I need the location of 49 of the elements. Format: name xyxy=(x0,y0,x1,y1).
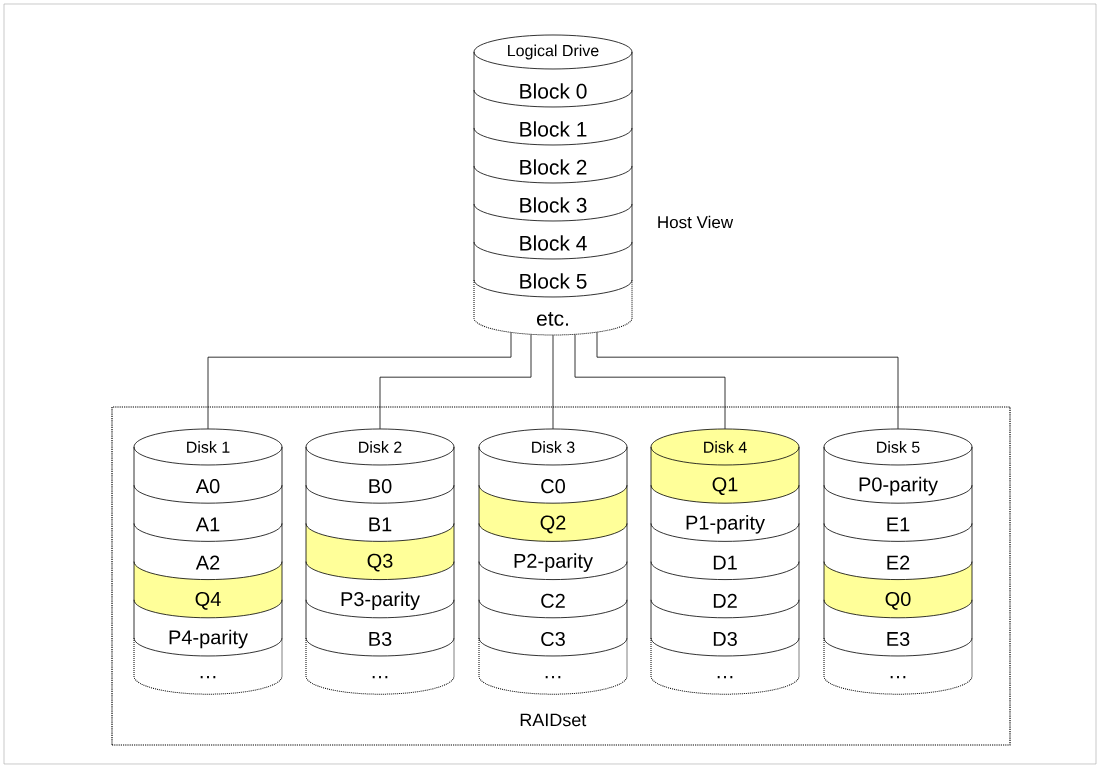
segment-label: B1 xyxy=(369,517,392,532)
segment-label: Q1 xyxy=(712,477,738,496)
segment-label: Block 0 xyxy=(520,83,587,99)
cylinder-label: Logical Drive xyxy=(508,44,599,60)
segment-label: E2 xyxy=(887,555,910,570)
segment-label: D2 xyxy=(713,593,737,608)
cylinder-label: Disk 2 xyxy=(359,441,402,453)
segment-label: P1-parity xyxy=(686,515,765,534)
cylinder-label: Disk 3 xyxy=(532,441,575,453)
segment-label: D1 xyxy=(713,555,737,570)
segment-label: Q3 xyxy=(367,553,393,572)
segment-label: P3-parity xyxy=(341,591,420,611)
connector-line xyxy=(596,331,899,430)
segment-label: A0 xyxy=(195,479,220,494)
connector-line xyxy=(207,332,512,430)
segment-label: P0-parity xyxy=(859,476,938,496)
connector-line xyxy=(379,334,532,430)
segment-label: P2-parity xyxy=(514,553,593,572)
segment-label: C3 xyxy=(541,631,565,647)
segment-label: Q2 xyxy=(540,515,566,534)
connector-line xyxy=(552,334,554,430)
segment-label: C2 xyxy=(541,593,565,608)
segment-label: D3 xyxy=(713,631,737,647)
segment-label: Block 4 xyxy=(520,235,587,251)
segment-label: … xyxy=(545,676,561,679)
segment-label: E1 xyxy=(887,517,910,532)
segment-label: Block 5 xyxy=(520,273,587,289)
side-label: Host View xyxy=(658,215,734,229)
segment-label: … xyxy=(200,676,216,679)
segment-label: … xyxy=(717,676,733,679)
segment-label: E3 xyxy=(887,631,910,647)
connector-line xyxy=(574,334,726,430)
segment-label: … xyxy=(890,676,906,679)
segment-label: Q0 xyxy=(885,591,911,610)
segment-label: B3 xyxy=(369,631,392,647)
cylinder-label: Disk 4 xyxy=(704,441,747,453)
segment-label: … xyxy=(372,676,388,679)
cylinder-label: Disk 5 xyxy=(877,441,920,453)
segment-label: Block 2 xyxy=(520,159,587,175)
segment-label: B0 xyxy=(369,479,392,494)
segment-label: P4-parity xyxy=(169,629,248,649)
segment-label: A1 xyxy=(195,517,220,532)
segment-label: Block 1 xyxy=(520,121,587,137)
segment-label: Q4 xyxy=(195,591,221,610)
segment-label: Block 3 xyxy=(520,197,587,213)
segment-label: A2 xyxy=(195,555,220,570)
cylinder-label: Disk 1 xyxy=(187,441,230,453)
segment-label: etc. xyxy=(537,312,568,326)
segment-label: C0 xyxy=(541,479,565,494)
